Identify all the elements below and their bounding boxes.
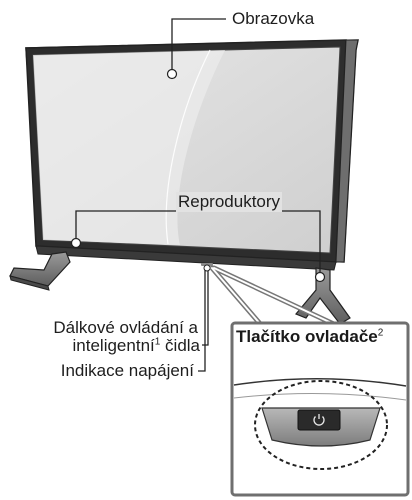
sensor-dot — [203, 264, 211, 272]
label-control-button: Tlačítko ovladače2 — [236, 327, 406, 347]
speaker-right-dot — [314, 271, 326, 283]
label-remote-sensor-end: čidla — [160, 336, 200, 355]
label-screen: Obrazovka — [232, 9, 315, 28]
label-remote-sensor-line1: Dálkové ovládání a — [53, 318, 198, 337]
footnote-marker-1: 1 — [154, 336, 161, 348]
control-button-highlight — [254, 380, 388, 470]
label-control-button-text: Tlačítko ovladače — [236, 327, 378, 346]
tv-screen — [32, 46, 341, 254]
sensor-leaders — [198, 267, 209, 372]
stand-left — [9, 251, 71, 291]
control-button-callout — [230, 321, 410, 497]
screen-leader — [171, 18, 226, 72]
speaker-left-dot — [70, 237, 82, 249]
screen-callout-dot — [166, 68, 178, 80]
label-remote-sensor-word: inteligentní — [72, 336, 155, 355]
label-remote-sensor-line2: inteligentní1 čidla — [8, 336, 200, 356]
footnote-marker-2: 2 — [377, 327, 384, 339]
label-power-indicator: Indikace napájení — [60, 361, 194, 380]
label-speakers: Reproduktory — [176, 192, 283, 212]
power-icon — [313, 414, 325, 426]
